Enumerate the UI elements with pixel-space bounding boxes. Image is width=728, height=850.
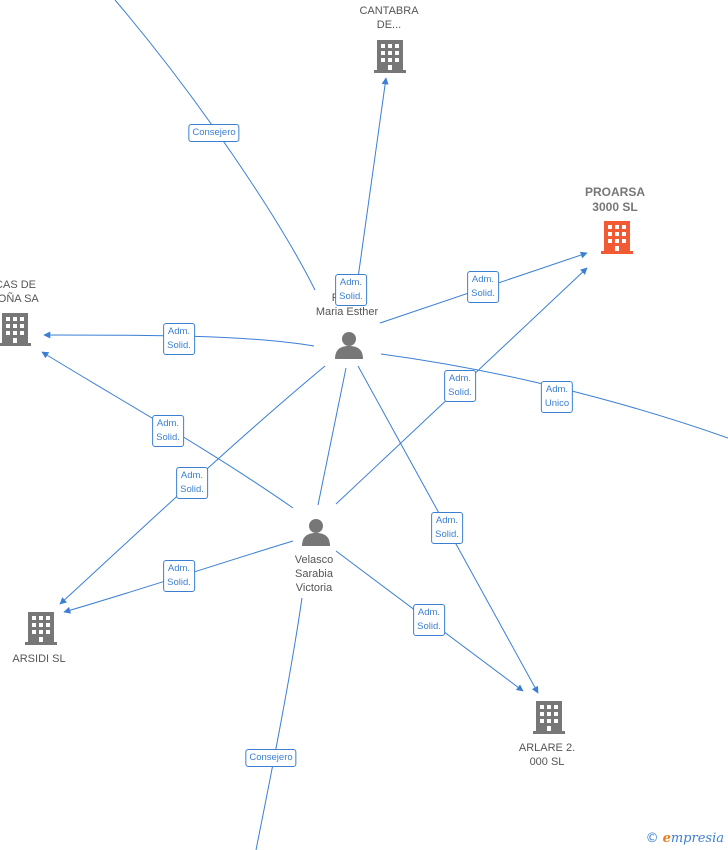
- edge-label-esther-goña[interactable]: Adm.Solid.: [163, 323, 195, 355]
- velasco-person-icon[interactable]: [302, 519, 330, 546]
- edge-esther-cantabra: [357, 77, 389, 279]
- node-label-goña[interactable]: ICAS DEGOÑA SA: [0, 279, 39, 305]
- edge-velasco-consejero-bottom: [255, 597, 303, 850]
- edges: [41, 0, 728, 850]
- brand-initial: e: [662, 831, 671, 846]
- edge-label-velasco-arsidi[interactable]: Adm.Solid.: [163, 560, 195, 592]
- copyright-icon: ©: [645, 831, 659, 846]
- edge-label-unico[interactable]: Adm.Unico: [540, 381, 574, 413]
- goña-building-icon[interactable]: [0, 313, 31, 346]
- empresia-watermark: ©empresia: [646, 831, 724, 846]
- edge-label-esther-cantabra[interactable]: Adm.Solid.: [335, 274, 367, 306]
- brand-name: mpresia: [670, 831, 724, 846]
- edge-label-esther-proarsa[interactable]: Adm.Solid.: [467, 271, 499, 303]
- edge-label-velasco-arlare[interactable]: Adm.Solid.: [413, 604, 445, 636]
- edge-esther-velasco: [317, 367, 347, 506]
- cantabra-building-icon[interactable]: [374, 40, 406, 73]
- edge-label-consejero-bottom[interactable]: Consejero: [245, 749, 297, 767]
- edge-label-velasco-proarsa[interactable]: Adm.Solid.: [444, 370, 476, 402]
- arsidi-building-icon[interactable]: [25, 612, 57, 645]
- node-label-arlare[interactable]: ARLARE 2.000 SL: [518, 742, 576, 768]
- esther-person-icon[interactable]: [335, 332, 363, 359]
- edge-label-velasco-goña[interactable]: Adm.Solid.: [152, 415, 184, 447]
- nodes: [0, 40, 633, 734]
- proarsa-building-icon[interactable]: [601, 221, 633, 254]
- arlare-building-icon[interactable]: [533, 701, 565, 734]
- edge-esther-consejero-top: [114, 0, 316, 291]
- node-label-arsidi[interactable]: ARSIDI SL: [12, 653, 66, 665]
- edge-label-consejero-top[interactable]: Consejero: [188, 124, 240, 142]
- edge-label-esther-arsidi[interactable]: Adm.Solid.: [176, 467, 208, 499]
- edge-label-esther-arlare[interactable]: Adm.Solid.: [431, 512, 463, 544]
